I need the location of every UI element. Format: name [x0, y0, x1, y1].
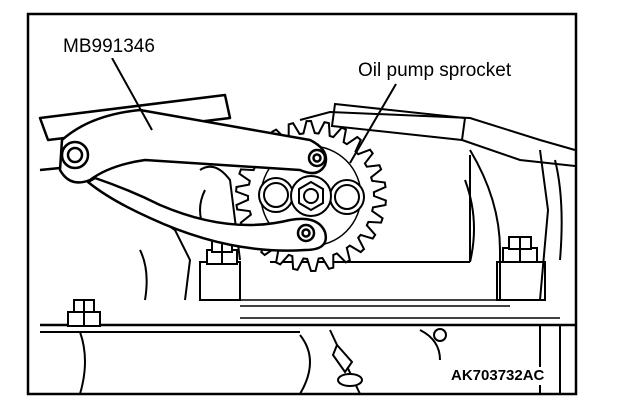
bolt-bottom: [331, 343, 363, 387]
bolt-right: [502, 236, 538, 263]
bolt-lower-left: [67, 299, 101, 327]
tool-label: MB991346: [60, 36, 158, 58]
dowel-hole: [433, 328, 447, 342]
figure-code: AK703732AC: [448, 367, 548, 385]
special-tool-wrench: [38, 93, 328, 252]
sprocket-label: Oil pump sprocket: [355, 60, 515, 82]
sprocket-leader-line: [349, 83, 397, 164]
tool-leader-line: [111, 57, 153, 131]
sprocket-hub: [258, 175, 365, 217]
